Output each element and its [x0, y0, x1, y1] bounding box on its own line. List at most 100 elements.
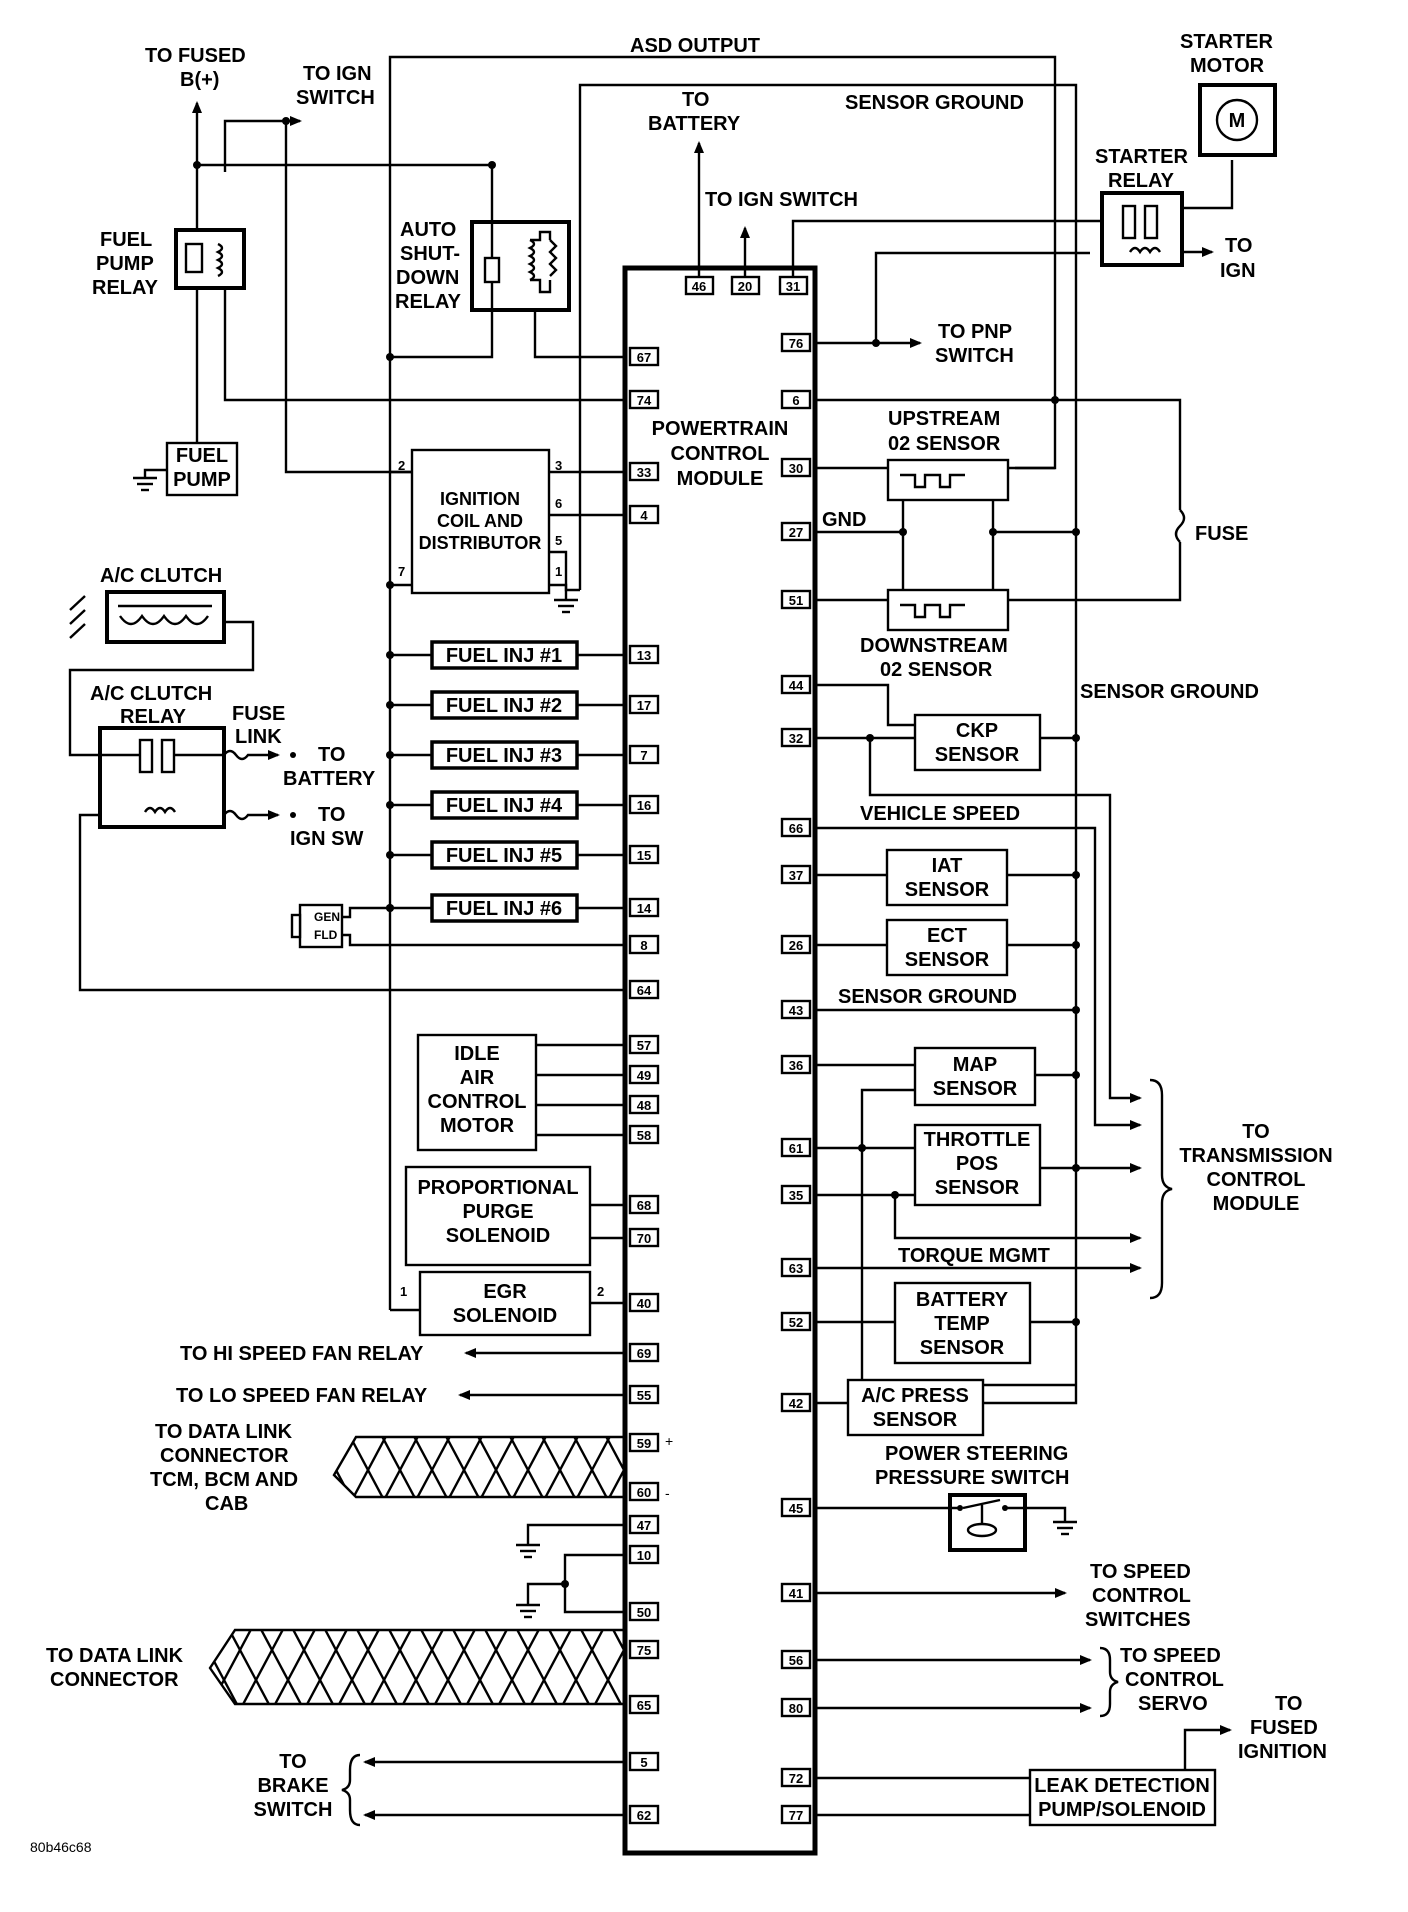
- pcm-pin: 46: [684, 275, 715, 296]
- asd-relay-label-4: RELAY: [395, 291, 462, 313]
- purge-label-3: SOLENOID: [446, 1225, 550, 1247]
- svg-text:32: 32: [789, 731, 803, 746]
- svg-text:41: 41: [789, 1586, 803, 1601]
- to-pnp-2: SWITCH: [935, 345, 1014, 367]
- to-battery-left-1: TO: [318, 744, 345, 766]
- pcm-pin: 58: [628, 1124, 660, 1145]
- pnp-sense-wire: [874, 251, 1090, 343]
- svg-text:72: 72: [789, 1771, 803, 1786]
- svg-text:65: 65: [637, 1698, 651, 1713]
- coil-pin-3: 3: [555, 458, 562, 473]
- data-link-1-label-4: CAB: [205, 1493, 248, 1515]
- svg-text:17: 17: [637, 698, 651, 713]
- pcm-pin: 45: [780, 1497, 812, 1518]
- svg-text:51: 51: [789, 593, 803, 608]
- svg-text:58: 58: [637, 1128, 651, 1143]
- svg-text:6: 6: [792, 393, 799, 408]
- throttle-label-2: POS: [956, 1153, 998, 1175]
- battery-temp-label-3: SENSOR: [920, 1337, 1005, 1359]
- to-ign-right-1: TO: [1225, 235, 1252, 257]
- to-brake-1: TO: [279, 1751, 306, 1773]
- fuel-injector: FUEL INJ #2: [386, 690, 625, 720]
- leak-detect-label-1: LEAK DETECTION: [1034, 1775, 1210, 1797]
- ckp-sensor: [913, 713, 1042, 772]
- pcm-pin: 26: [780, 934, 812, 955]
- iat-label-1: IAT: [932, 855, 963, 877]
- svg-text:31: 31: [786, 279, 800, 294]
- svg-text:FUEL INJ #2: FUEL INJ #2: [446, 695, 562, 717]
- svg-text:44: 44: [789, 678, 804, 693]
- svg-text:FUEL INJ #3: FUEL INJ #3: [446, 745, 562, 767]
- pcm-pin: 77: [780, 1804, 812, 1825]
- to-ign-switch-mid-label: TO IGN SWITCH: [705, 189, 858, 211]
- data-link-1-label-1: TO DATA LINK: [155, 1421, 293, 1443]
- bus-plus: +: [665, 1433, 673, 1449]
- data-link-bus-2: [208, 1628, 627, 1706]
- to-speed-switches-2: CONTROL: [1092, 1585, 1191, 1607]
- coil-pin-6: 6: [555, 496, 562, 511]
- pcm-pin: 20: [730, 275, 761, 296]
- battery-temp-label-2: TEMP: [934, 1313, 990, 1335]
- ignition-coil-label-1: IGNITION: [440, 489, 520, 509]
- fuel-injector: FUEL INJ #5: [386, 840, 625, 870]
- downstream-o2-sensor: [886, 588, 1010, 632]
- bus-minus: -: [665, 1485, 670, 1501]
- ect-sensor: [885, 918, 1009, 977]
- svg-text:30: 30: [789, 461, 803, 476]
- ckp-label-2: SENSOR: [935, 744, 1020, 766]
- svg-text:57: 57: [637, 1038, 651, 1053]
- fuel-injector: FUEL INJ #3: [386, 740, 625, 770]
- to-speed-servo-3: SERVO: [1138, 1693, 1208, 1715]
- svg-text:77: 77: [789, 1808, 803, 1823]
- pcm-pin: 62: [628, 1804, 660, 1825]
- pcm-pin: 15: [628, 844, 660, 865]
- throttle-label-1: THROTTLE: [924, 1129, 1031, 1151]
- ect-label-1: ECT: [927, 925, 967, 947]
- pcm-pin: 70: [628, 1227, 660, 1248]
- to-speed-switches-3: SWITCHES: [1085, 1609, 1191, 1631]
- pcm-pin: 35: [780, 1184, 812, 1205]
- svg-text:36: 36: [789, 1058, 803, 1073]
- svg-text:59: 59: [637, 1436, 651, 1451]
- proportional-purge-solenoid: [404, 1165, 592, 1267]
- svg-text:FUEL INJ #1: FUEL INJ #1: [446, 645, 562, 667]
- pcm-pin: 67: [628, 346, 660, 367]
- downstream-o2-label-1: DOWNSTREAM: [860, 635, 1008, 657]
- fuel-injector: FUEL INJ #1: [386, 640, 625, 670]
- svg-text:64: 64: [637, 983, 652, 998]
- to-tcm-1: TO: [1242, 1121, 1269, 1143]
- upstream-o2-label-1: UPSTREAM: [888, 408, 1000, 430]
- purge-label-1: PROPORTIONAL: [417, 1177, 578, 1199]
- torque-mgmt-label: TORQUE MGMT: [898, 1245, 1050, 1267]
- data-link-1-label-3: TCM, BCM AND: [150, 1469, 298, 1491]
- svg-text:45: 45: [789, 1501, 803, 1516]
- svg-text:26: 26: [789, 938, 803, 953]
- pcm-pin: 72: [780, 1767, 812, 1788]
- sensor-ground-top-label: SENSOR GROUND: [845, 92, 1024, 114]
- pcm-pin: 5: [628, 1751, 660, 1772]
- pcm-pin: 42: [780, 1392, 812, 1413]
- svg-text:27: 27: [789, 525, 803, 540]
- svg-text:20: 20: [738, 279, 752, 294]
- pcm-pin: 41: [780, 1582, 812, 1603]
- pcm-pin: 33: [628, 461, 660, 482]
- pcm-pin: 76: [780, 332, 812, 353]
- pcm-pin: 60: [628, 1481, 660, 1502]
- data-link-1-label-2: CONNECTOR: [160, 1445, 289, 1467]
- lo-fan-label: TO LO SPEED FAN RELAY: [176, 1385, 428, 1407]
- to-speed-servo-2: CONTROL: [1125, 1669, 1224, 1691]
- svg-text:76: 76: [789, 336, 803, 351]
- to-speed-switches-1: TO SPEED: [1090, 1561, 1191, 1583]
- idle-air-label-4: MOTOR: [440, 1115, 515, 1137]
- throttle-label-3: SENSOR: [935, 1177, 1020, 1199]
- pcm-pin: 75: [628, 1639, 660, 1660]
- iat-sensor: [885, 848, 1009, 907]
- pcm-pin: 52: [780, 1311, 812, 1332]
- pcm-pin: 74: [628, 389, 660, 410]
- pcm-pin: 55: [628, 1384, 660, 1405]
- ignition-coil-distributor: [410, 448, 551, 595]
- svg-text:FUEL INJ #4: FUEL INJ #4: [446, 795, 563, 817]
- ac-press-label-2: SENSOR: [873, 1409, 958, 1431]
- to-tcm-2: TRANSMISSION: [1179, 1145, 1332, 1167]
